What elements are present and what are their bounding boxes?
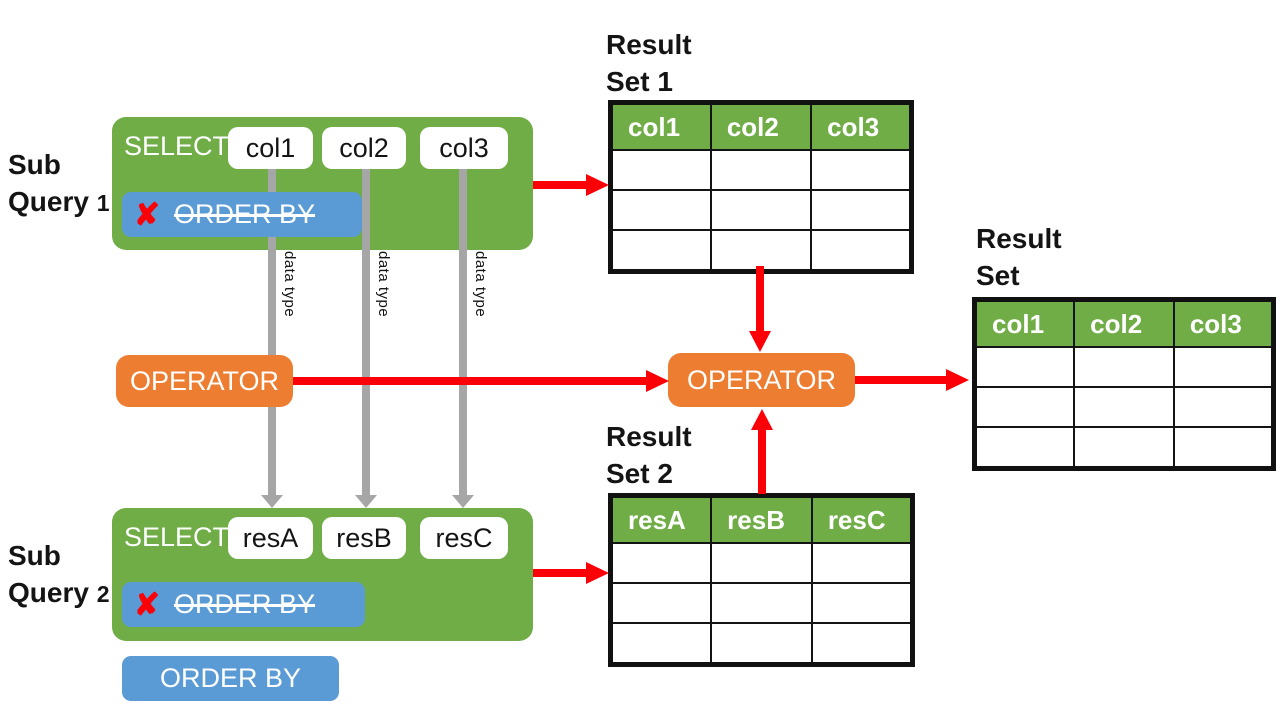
arrow-rs2-to-op2-line: [758, 430, 766, 494]
table-cell: [973, 346, 1076, 388]
result-set-1-table: col1 col2 col3: [608, 100, 914, 274]
table-cell: [709, 229, 813, 273]
arrow-op2-to-rs-head-icon: [946, 369, 969, 391]
table-row: [973, 386, 1275, 428]
result-set-2-title: Result Set 2: [606, 421, 692, 489]
table-cell: [710, 542, 813, 584]
table-cell: [1172, 426, 1275, 470]
arrow-op2-to-rs-line: [855, 376, 946, 384]
order-by-crossed-2: ✘ ORDER BY: [122, 582, 365, 627]
table-cell: [1172, 346, 1275, 388]
table-cell: [1073, 386, 1175, 428]
order-by-crossed-1-label: ORDER BY: [173, 199, 316, 229]
sub-query-1-label-line2: Query 1: [8, 186, 110, 217]
column-chip-col3: col3: [420, 127, 508, 169]
column-chip-resC: resC: [420, 517, 508, 559]
table-cell: [709, 189, 813, 231]
data-type-arrow-line-2: [362, 166, 370, 496]
order-by-crossed-2-label: ORDER BY: [173, 589, 316, 619]
table-row: [609, 542, 914, 584]
result-set-header-col1: col1: [973, 298, 1076, 348]
column-chip-resA: resA: [228, 517, 313, 559]
result-set-1-title: Result Set 1: [606, 29, 692, 97]
data-type-arrow-line-3: [459, 166, 467, 496]
table-row: [609, 582, 914, 624]
table-cell: [710, 582, 813, 624]
result-set-2-header-resA: resA: [609, 494, 713, 544]
table-row: [609, 622, 914, 666]
data-type-arrowhead-icon-1: [261, 495, 283, 508]
arrow-rs2-to-op2-head-icon: [751, 409, 773, 430]
table-cell: [1073, 426, 1175, 470]
result-set-1-header-col2: col2: [709, 101, 813, 151]
table-cell: [810, 229, 913, 273]
table-row: [973, 426, 1275, 470]
order-by-crossed-1: ✘ ORDER BY: [122, 192, 362, 237]
data-type-arrowhead-icon-3: [452, 495, 474, 508]
result-set-header-col3: col3: [1172, 298, 1275, 348]
result-set-1-header-col3: col3: [810, 101, 913, 151]
operator-box-left: OPERATOR: [116, 355, 293, 407]
result-set-header-col2: col2: [1073, 298, 1175, 348]
table-cell: [609, 229, 712, 273]
result-set-table: col1 col2 col3: [972, 297, 1276, 471]
sub-query-1-label: Sub Query 1: [8, 146, 110, 222]
arrow-sq2-to-rs2-line: [533, 569, 587, 577]
table-cell: [710, 622, 813, 666]
arrow-sq1-to-rs1-head-icon: [586, 174, 609, 196]
table-cell: [810, 582, 914, 624]
table-cell: [810, 189, 913, 231]
result-set-2-header-resC: resC: [810, 494, 914, 544]
table-cell: [609, 542, 713, 584]
operator-box-middle: OPERATOR: [668, 353, 855, 407]
table-row: [609, 149, 913, 191]
column-chip-col1: col1: [228, 127, 313, 169]
sub-query-2-label-line2: Query 2: [8, 577, 110, 608]
order-by-allowed-label: ORDER BY: [159, 663, 302, 693]
result-set-2-header-resB: resB: [710, 494, 813, 544]
data-type-label-1: data type: [281, 251, 298, 318]
sub-query-2-select-label: SELECT: [124, 522, 230, 552]
table-cell: [609, 582, 713, 624]
order-by-allowed-box: ORDER BY: [122, 656, 339, 701]
table-row: [973, 346, 1275, 388]
column-chip-resB: resB: [322, 517, 406, 559]
sub-query-2-label: Sub Query 2: [8, 537, 110, 613]
table-cell: [609, 622, 713, 666]
red-x-icon: ✘: [134, 587, 160, 622]
table-cell: [609, 149, 712, 191]
table-cell: [609, 189, 712, 231]
result-set-1-header-col1: col1: [609, 101, 712, 151]
table-cell: [810, 149, 913, 191]
result-set-2-table: resA resB resC: [608, 493, 915, 667]
arrow-sq1-to-rs1-line: [533, 181, 587, 189]
data-type-label-3: data type: [472, 251, 489, 318]
table-cell: [810, 542, 914, 584]
data-type-label-2: data type: [375, 251, 392, 318]
arrow-op1-to-op2-line: [293, 377, 647, 385]
data-type-arrow-line-1: [268, 166, 276, 496]
sub-query-1-label-line1: Sub: [8, 149, 61, 180]
arrow-rs1-to-op2-line: [756, 266, 764, 331]
table-cell: [973, 386, 1076, 428]
sub-query-2-label-line1: Sub: [8, 540, 61, 571]
table-row: [609, 229, 913, 273]
table-cell: [1073, 346, 1175, 388]
table-cell: [810, 622, 914, 666]
arrow-rs1-to-op2-head-icon: [749, 331, 771, 352]
column-chip-col2: col2: [322, 127, 406, 169]
table-cell: [973, 426, 1076, 470]
sub-query-1-select-label: SELECT: [124, 131, 230, 161]
table-row: [609, 189, 913, 231]
red-x-icon: ✘: [134, 197, 160, 232]
data-type-arrowhead-icon-2: [355, 495, 377, 508]
table-cell: [1172, 386, 1275, 428]
arrow-op1-to-op2-head-icon: [646, 370, 669, 392]
result-set-title: Result Set: [976, 223, 1062, 291]
arrow-sq2-to-rs2-head-icon: [586, 562, 609, 584]
table-cell: [709, 149, 813, 191]
